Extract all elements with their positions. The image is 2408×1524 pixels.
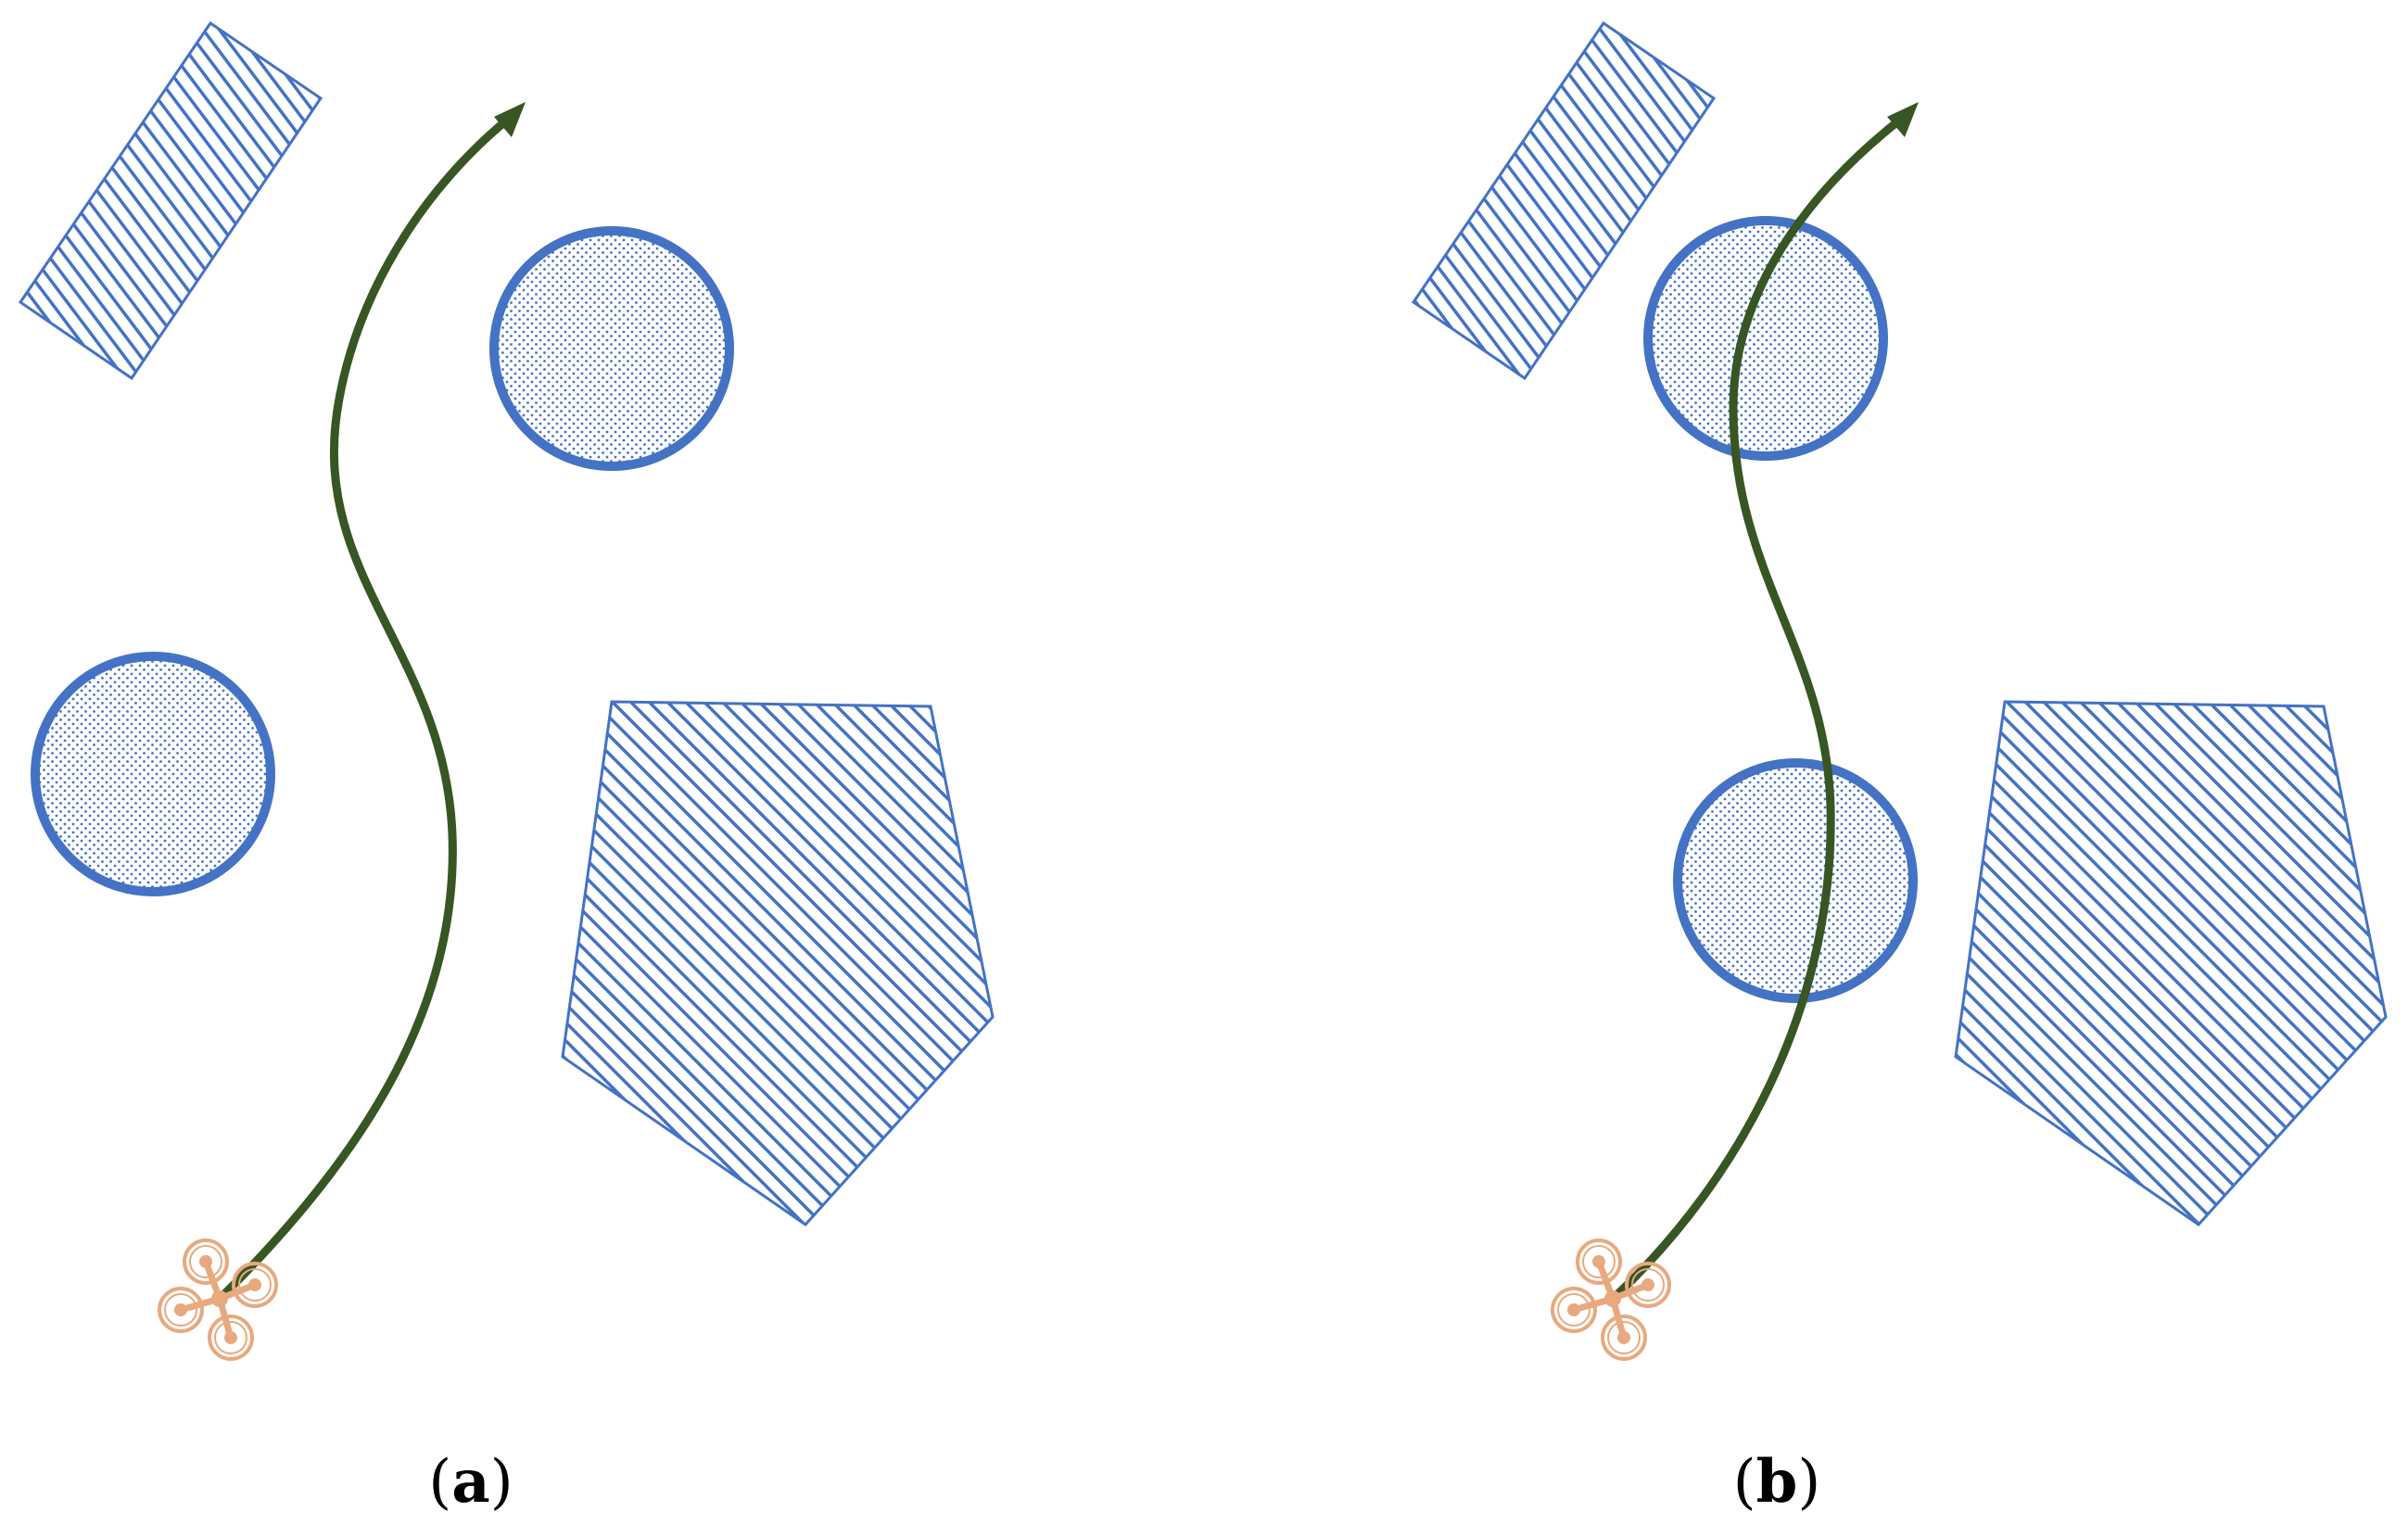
panel-caption: (b) bbox=[1733, 1447, 1821, 1517]
panel-b: (b) bbox=[1411, 20, 2388, 1517]
obstacle-rectangle bbox=[1411, 20, 1717, 381]
obstacle-circle-upper bbox=[1643, 216, 1888, 461]
obstacle-circle-lower bbox=[1673, 758, 1918, 1003]
flight-path bbox=[215, 109, 519, 1303]
obstacle-pentagon bbox=[561, 700, 995, 1226]
flight-path bbox=[1608, 109, 1912, 1303]
obstacle-circle-lower bbox=[31, 652, 275, 896]
arrowhead bbox=[494, 102, 526, 137]
arrowhead bbox=[1887, 102, 1919, 137]
panel-a: (a) bbox=[18, 20, 995, 1517]
panel-caption: (a) bbox=[428, 1447, 513, 1517]
obstacle-pentagon bbox=[1954, 700, 2388, 1226]
obstacle-rectangle bbox=[18, 20, 323, 381]
obstacle-circle-upper bbox=[489, 226, 734, 471]
